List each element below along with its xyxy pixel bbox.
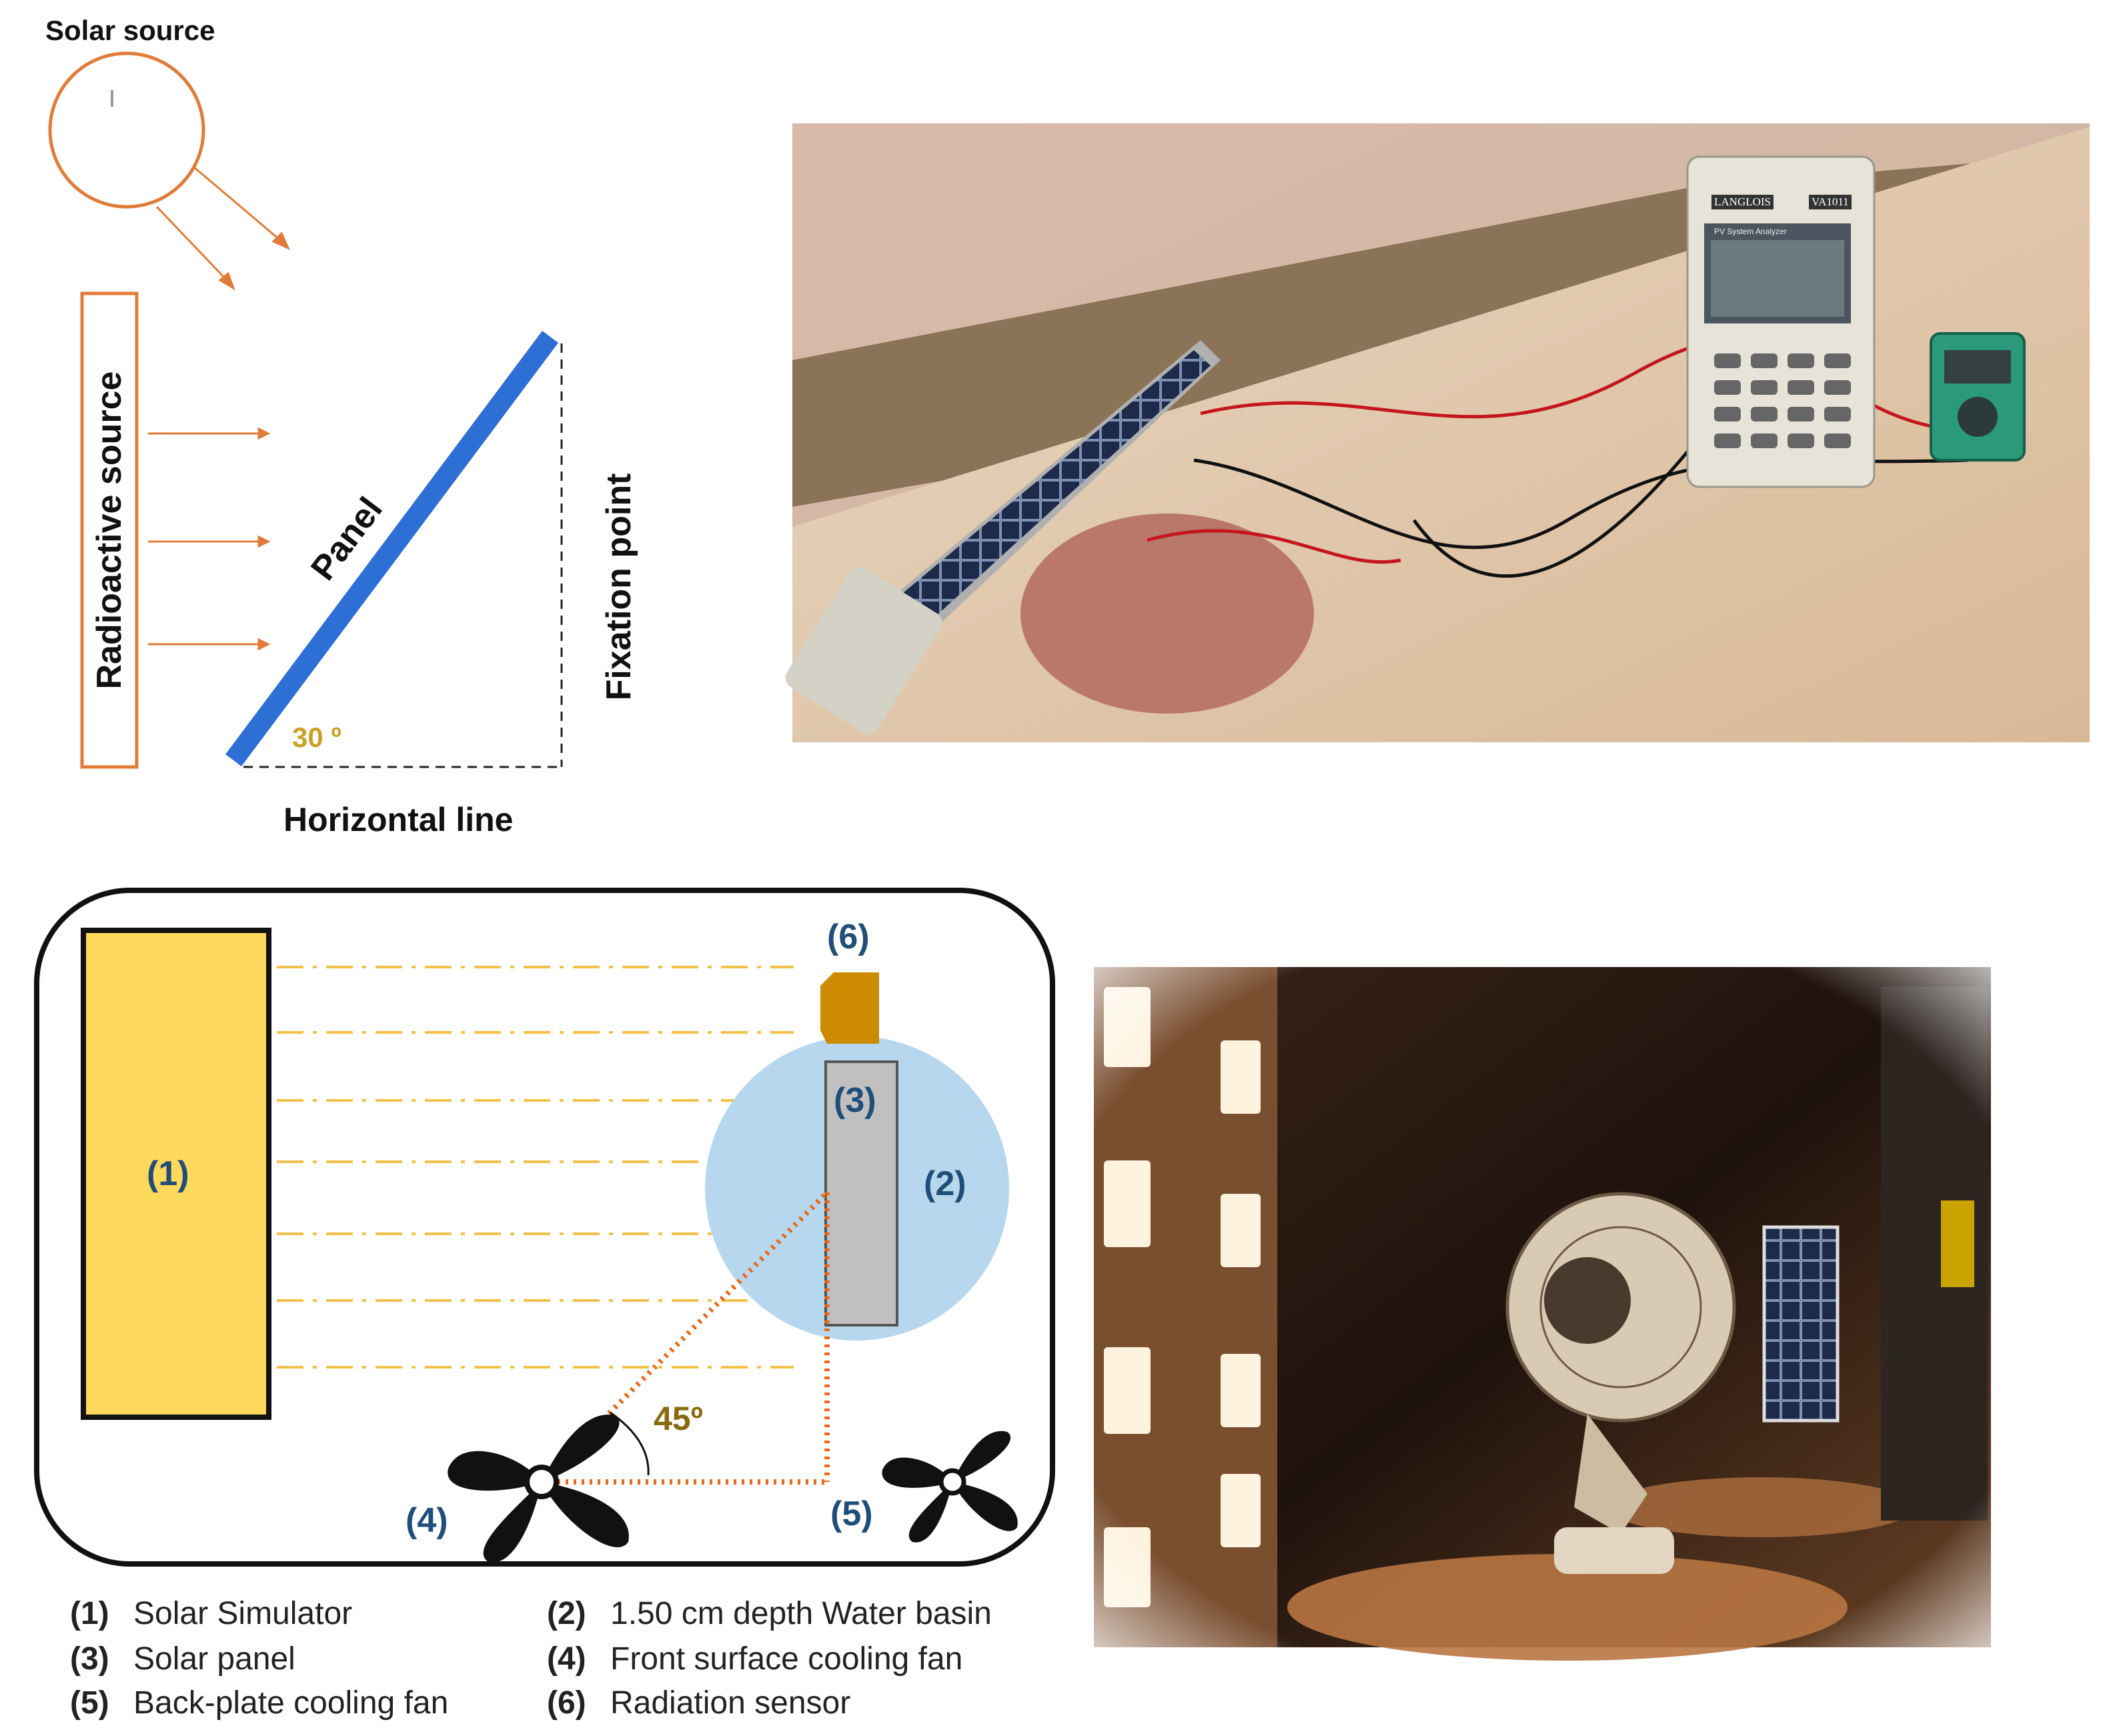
legend-item-text: Solar panel: [133, 1641, 295, 1677]
legend-item-text: 1.50 cm depth Water basin: [610, 1596, 992, 1631]
radioactive-source-label: Radioactive source: [90, 371, 129, 690]
simulator-rays: [277, 966, 794, 1369]
sun-rays: [155, 165, 291, 291]
enclosure: [34, 888, 1055, 1567]
radiation-arrows: [148, 427, 271, 651]
legend-item-number: (2): [547, 1596, 586, 1631]
label-2: (2): [924, 1164, 966, 1203]
fixation-dashed-lines: [243, 343, 563, 768]
analyzer-caption-label: PV System Analyzer: [1714, 227, 1787, 236]
solar-simulator: [81, 928, 271, 1420]
solar-source-label: Solar source: [45, 15, 215, 46]
legend-item: (2) 1.50 cm depth Water basin: [547, 1595, 992, 1632]
legend-item-number: (6): [547, 1685, 586, 1721]
solar-panel-block: [824, 1060, 898, 1327]
legend-item-number: (1): [70, 1596, 109, 1631]
pv-system-analyzer: [1686, 155, 1876, 488]
legend-item: (1) Solar Simulator: [70, 1595, 352, 1632]
label-5: (5): [830, 1495, 873, 1533]
legend-item: (3) Solar panel: [70, 1641, 295, 1677]
fixation-point-label: Fixation point: [600, 473, 638, 701]
fan-angle-lines: [540, 1190, 830, 1485]
legend-item: (5) Back-plate cooling fan: [70, 1685, 448, 1721]
legend-item-number: (5): [70, 1685, 109, 1721]
legend-item-text: Front surface cooling fan: [610, 1641, 963, 1677]
photo-outdoor-setup: [785, 123, 2090, 742]
horizontal-line-label: Horizontal line: [283, 801, 514, 838]
fan-angle-label: 45º: [654, 1400, 703, 1437]
analyzer-model-label: VA1011: [1809, 195, 1852, 209]
label-3: (3): [834, 1081, 876, 1120]
label-6: (6): [827, 918, 870, 956]
legend-item-text: Solar Simulator: [133, 1596, 353, 1631]
incidence-angle-diagram: [48, 51, 563, 769]
legend-item: (6) Radiation sensor: [547, 1685, 850, 1721]
setup-diagram: [34, 888, 1055, 1567]
legend-item-number: (3): [70, 1641, 109, 1677]
front-cooling-fan-icon: [448, 1415, 629, 1563]
panel-angle-label: 30 º: [292, 722, 341, 753]
photo-indoor-setup: [1094, 967, 1991, 1661]
label-4: (4): [406, 1501, 448, 1540]
radiation-sensor: [820, 972, 879, 1044]
legend-item-text: Back-plate cooling fan: [133, 1685, 449, 1721]
sun-icon: [48, 51, 205, 209]
analyzer-brand-label: LANGLOIS: [1711, 195, 1774, 209]
label-1: (1): [147, 1154, 189, 1193]
legend-item-number: (4): [547, 1641, 586, 1677]
legend-item-text: Radiation sensor: [610, 1685, 851, 1721]
legend-item: (4) Front surface cooling fan: [547, 1641, 962, 1677]
multimeter: [1930, 332, 2026, 462]
back-cooling-fan-icon: [882, 1431, 1018, 1543]
photo-solar-panel: [785, 340, 1221, 734]
angle-arc: [610, 1411, 650, 1476]
panel-bar: [225, 331, 559, 766]
radioactive-source-box: [80, 291, 139, 769]
